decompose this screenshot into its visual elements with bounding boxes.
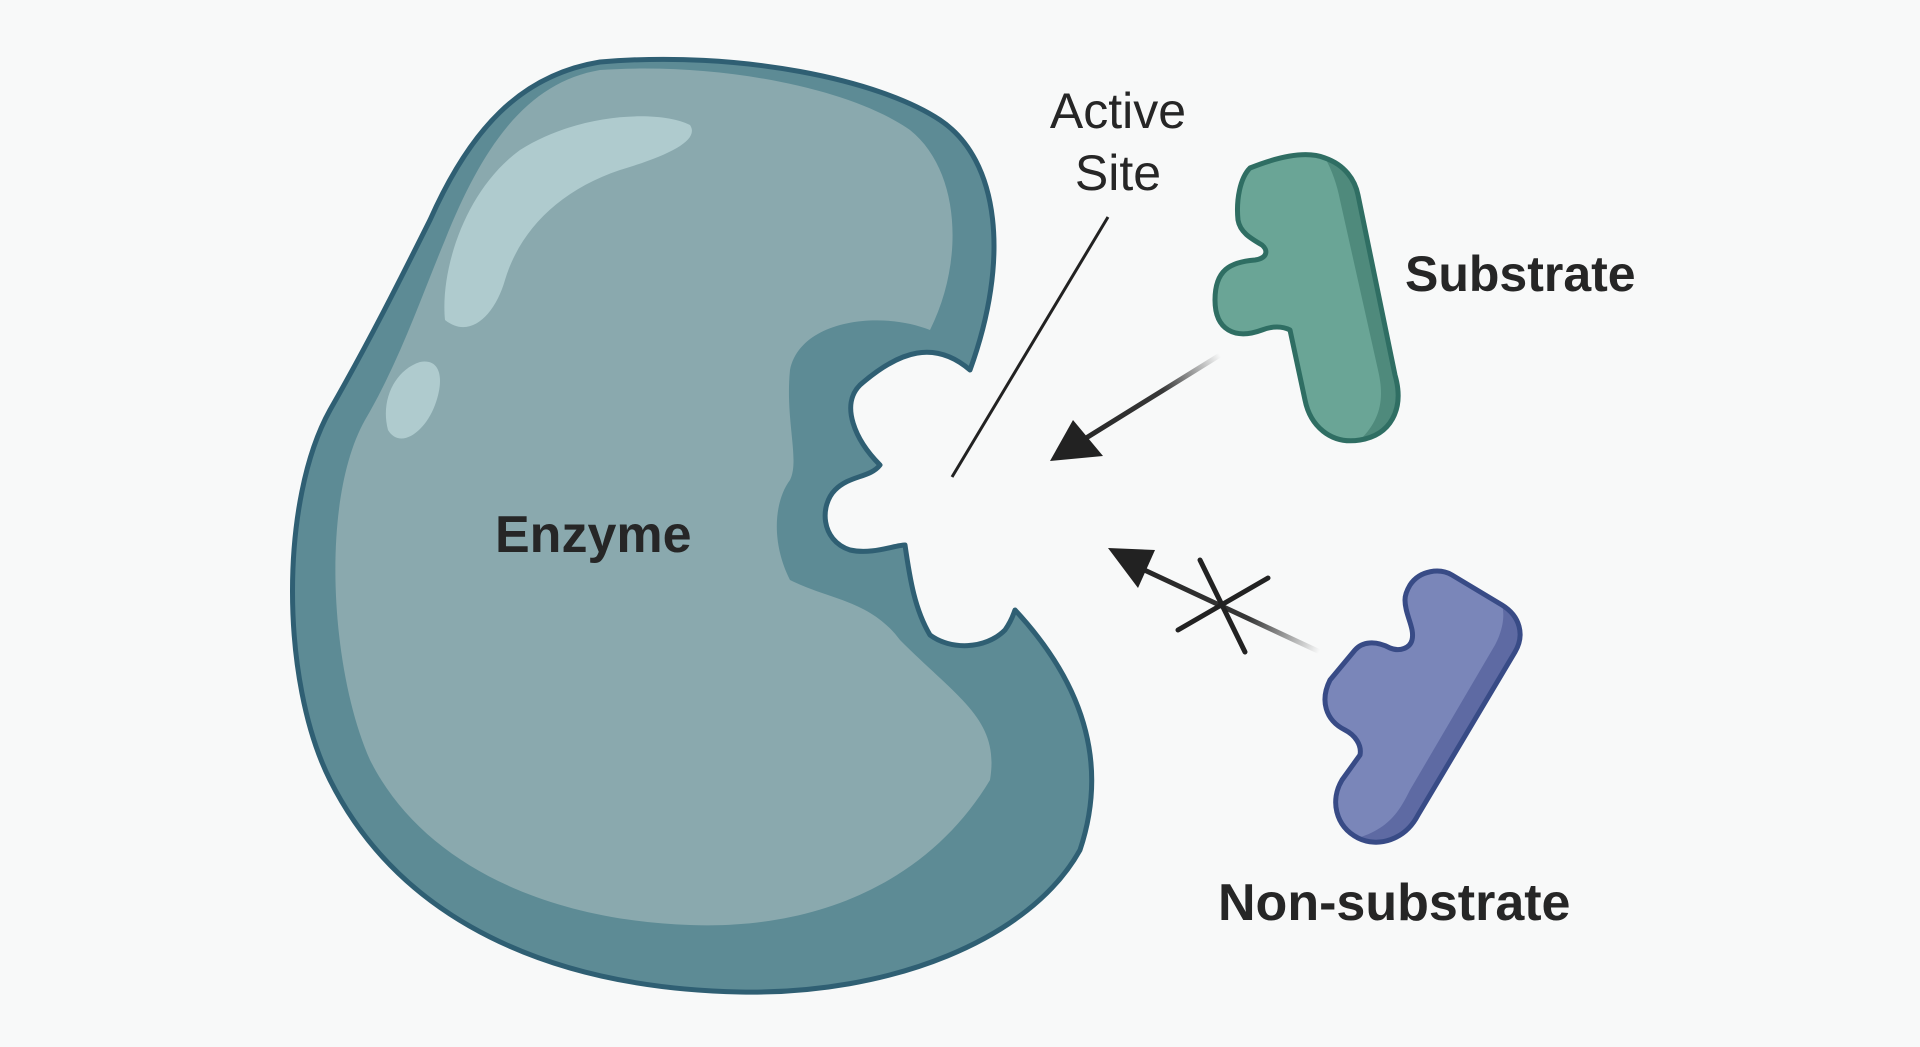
non-substrate-arrow-shaft: [1137, 565, 1323, 655]
non-substrate-body: [1325, 571, 1521, 843]
enzyme-shape: [290, 56, 1095, 995]
non-substrate-label: Non-substrate: [1218, 874, 1571, 932]
enzyme-outline: [290, 56, 1095, 995]
active-site-label-line2: Site: [1074, 145, 1162, 201]
substrate-shape: [1212, 152, 1401, 444]
non-substrate-shade: [1358, 605, 1521, 843]
substrate-outline: [1212, 152, 1401, 444]
block-cross-stroke-2: [1197, 557, 1248, 655]
substrate-arrow-head: [1050, 420, 1103, 461]
active-site-pointer: [950, 216, 1110, 478]
substrate-shade: [1325, 158, 1399, 440]
enzyme-highlight-large: [444, 116, 692, 328]
substrate-label: Substrate: [1405, 246, 1636, 302]
substrate-arrow: [1050, 352, 1223, 461]
enzyme-body-top: [335, 68, 992, 926]
non-substrate-arrow-head: [1108, 548, 1155, 588]
substrate-arrow-shaft: [1067, 352, 1223, 451]
non-substrate-outline: [1322, 568, 1523, 845]
enzyme-label: Enzyme: [495, 506, 692, 564]
active-site-label-line1: Active: [1049, 83, 1187, 139]
non-substrate-arrow: [1108, 548, 1323, 655]
enzyme-highlight-small: [385, 361, 440, 439]
active-site-label: Active Site: [1028, 80, 1208, 204]
non-substrate-shape: [1322, 568, 1523, 845]
